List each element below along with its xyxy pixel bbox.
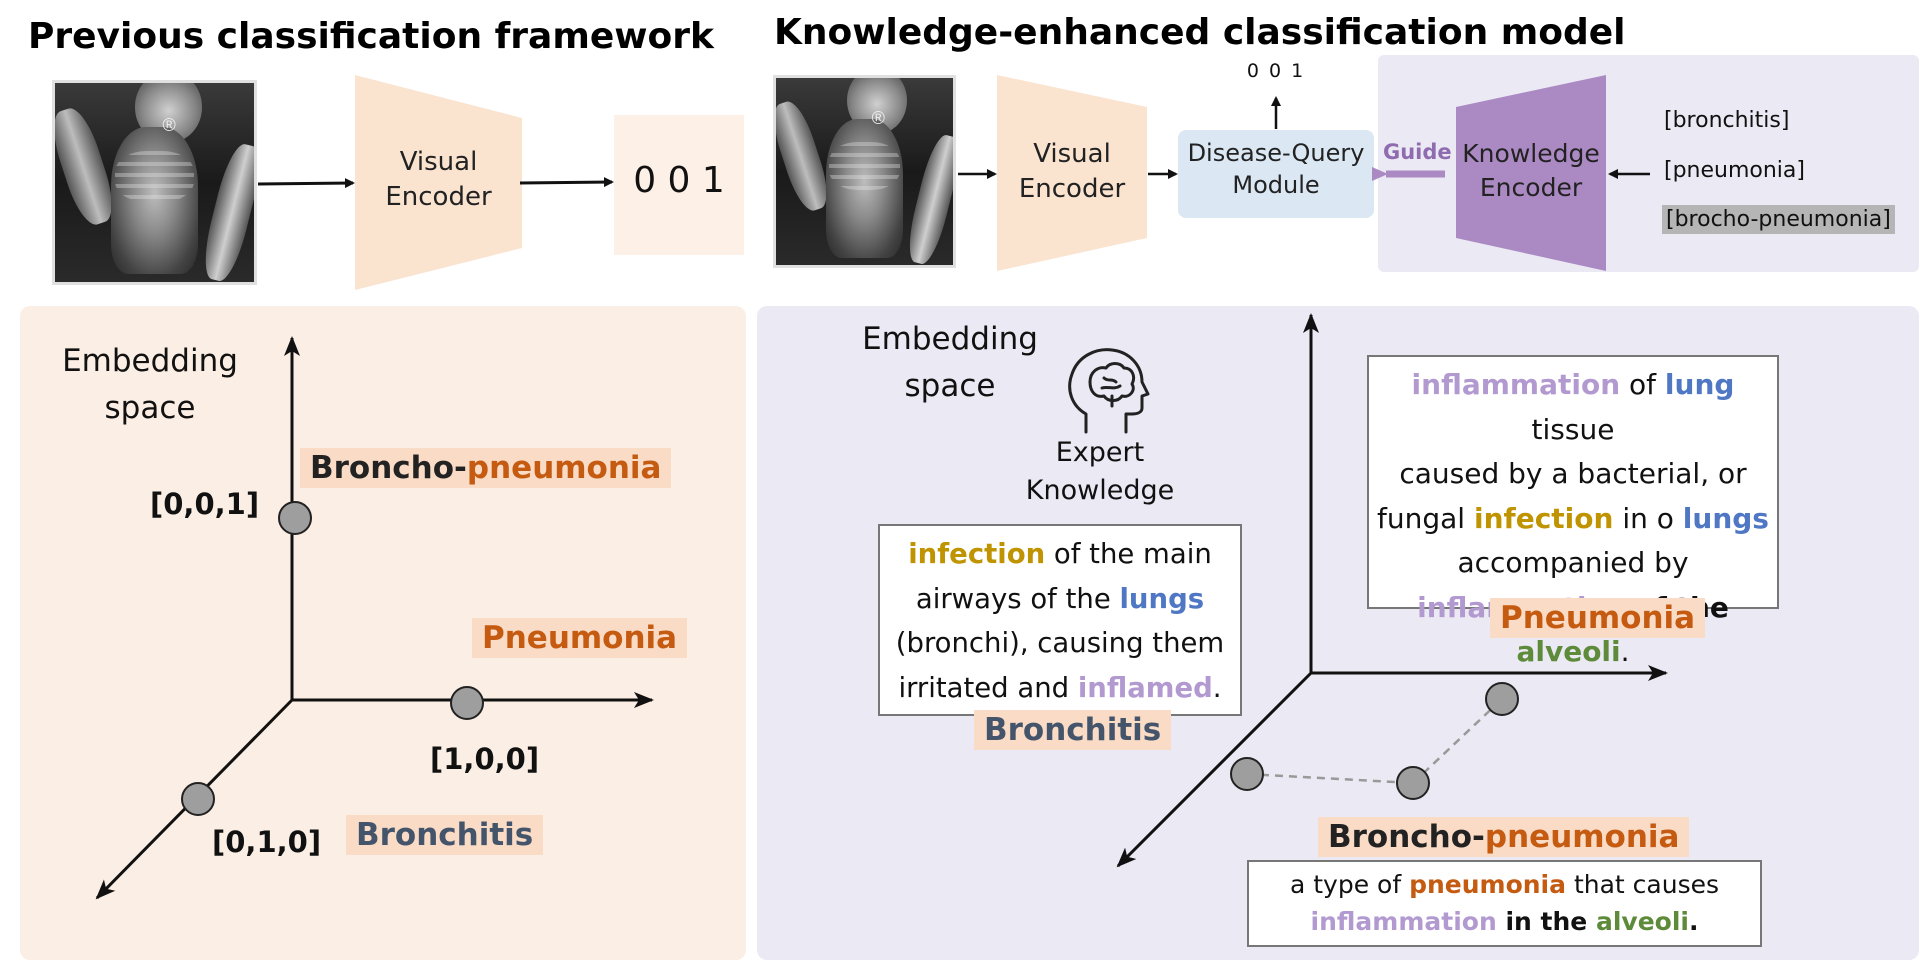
left-embedding-label: Embedding space	[50, 338, 250, 431]
broncho-right-suffix: pneumonia	[1484, 819, 1680, 855]
point-broncho-pneumonia	[278, 501, 312, 535]
right-embedding-line1: Embedding	[862, 321, 1038, 357]
vector-010: [0,1,0]	[212, 825, 322, 859]
word-lung: lung	[1664, 368, 1735, 401]
right-embedding-line2: space	[904, 367, 996, 404]
bronchitis-text-3: (bronchi), causing them	[895, 627, 1225, 659]
broncho-right-prefix: Broncho-	[1328, 819, 1485, 855]
word-inflamed: inflamed	[1077, 671, 1213, 704]
vector-001: [0,0,1]	[150, 487, 260, 521]
bronchitis-text-2: airways of the	[915, 582, 1120, 615]
visual-encoder-right	[997, 75, 1147, 271]
visual-encoder-right-label: Visual Encoder	[997, 137, 1147, 207]
expert-knowledge-label: Expert Knowledge	[1000, 434, 1200, 510]
label-bronchitis-left: Bronchitis	[346, 815, 544, 855]
pneumonia-description: inflammation of lung tissue caused by a …	[1367, 355, 1779, 668]
xray-image-left: ®	[52, 80, 257, 285]
expert-line1: Expert	[1055, 437, 1145, 468]
word-lungs-2: lungs	[1682, 501, 1769, 535]
point-bronchitis-right	[1230, 757, 1264, 791]
left-embedding-line1: Embedding	[62, 343, 238, 379]
visual-encoder-left-line2: Encoder	[385, 182, 492, 213]
disease-query-line2: Module	[1232, 171, 1320, 200]
visual-encoder-left	[355, 75, 522, 290]
pneumonia-text-4: fungal	[1377, 501, 1474, 535]
word-infection-2: infection	[1473, 501, 1614, 535]
word-pneumonia: pneumonia	[1409, 870, 1566, 899]
output-box	[614, 115, 744, 255]
broncho-prefix: Broncho-	[310, 450, 467, 486]
pneumonia-text-5: in o	[1613, 501, 1683, 535]
point-bronchitis	[181, 782, 215, 816]
broncho-text-2: that causes	[1566, 870, 1720, 899]
label-bronchitis-right: Bronchitis	[974, 710, 1172, 750]
pneumonia-text-8: .	[1620, 635, 1630, 668]
visual-encoder-right-line1: Visual	[1033, 139, 1111, 169]
broncho-pneumonia-description: a type of pneumonia that causes inflamma…	[1247, 860, 1762, 947]
pneumonia-text-3: caused by a bacterial, or	[1399, 457, 1747, 490]
term-broncho-pneumonia: [brocho-pneumonia]	[1662, 205, 1895, 234]
broncho-text-4: .	[1688, 907, 1699, 936]
bronchitis-text-1: of the main	[1045, 538, 1212, 570]
broncho-suffix: pneumonia	[466, 450, 662, 486]
disease-query-line1: Disease-Query	[1187, 139, 1365, 167]
visual-encoder-left-line1: Visual	[399, 147, 478, 177]
left-title: Previous classification framework	[28, 16, 714, 57]
bronchitis-description: infection of the main airways of the lun…	[878, 524, 1242, 716]
point-broncho-right	[1396, 766, 1430, 800]
right-embedding-label: Embedding space	[850, 316, 1050, 409]
word-alveoli-2: alveoli	[1595, 907, 1689, 936]
broncho-text-1: a type of	[1289, 870, 1410, 899]
xray-image-right: ®	[773, 75, 956, 268]
word-lungs: lungs	[1119, 582, 1205, 615]
head-brain-icon	[1068, 348, 1150, 434]
word-inflammation: inflammation	[1411, 368, 1621, 401]
knowledge-encoder-line1: Knowledge	[1462, 139, 1600, 168]
bronchitis-text-5: .	[1212, 671, 1222, 704]
term-pneumonia: [pneumonia]	[1664, 158, 1805, 183]
dq-output-vector: 0 0 1	[1246, 60, 1306, 82]
label-pneumonia-left: Pneumonia	[472, 618, 688, 658]
right-title: Knowledge-enhanced classification model	[774, 12, 1626, 53]
label-broncho-pneumonia-right: Broncho-pneumonia	[1318, 817, 1690, 857]
disease-query-label: Disease-Query Module	[1178, 137, 1374, 202]
vector-100: [1,0,0]	[430, 742, 540, 776]
pneumonia-text-1: of	[1620, 368, 1665, 401]
word-alveoli: alveoli	[1516, 635, 1621, 668]
term-bronchitis: [bronchitis]	[1664, 108, 1790, 133]
point-pneumonia-right	[1485, 682, 1519, 716]
broncho-text-3: in the	[1496, 907, 1596, 936]
knowledge-encoder-shape	[1456, 75, 1606, 271]
disease-query-module	[1178, 130, 1374, 218]
label-broncho-pneumonia-left: Broncho-pneumonia	[300, 448, 672, 488]
pneumonia-text-2: tissue	[1531, 412, 1615, 446]
label-pneumonia-right: Pneumonia	[1490, 598, 1706, 638]
visual-encoder-right-line2: Encoder	[1018, 174, 1126, 205]
point-pneumonia	[450, 686, 484, 720]
bronchitis-text-4: irritated and	[898, 671, 1078, 704]
knowledge-encoder-line2: Encoder	[1479, 172, 1583, 202]
word-inflammation-3: inflammation	[1310, 907, 1497, 936]
pneumonia-text-6: accompanied by	[1457, 546, 1689, 579]
left-embedding-line2: space	[104, 389, 196, 426]
knowledge-encoder-label: Knowledge Encoder	[1456, 137, 1606, 205]
word-infection: infection	[908, 538, 1046, 570]
guide-label: Guide	[1383, 140, 1452, 164]
visual-encoder-left-label: Visual Encoder	[355, 145, 522, 215]
left-output-vector: 0 0 1	[633, 160, 725, 201]
expert-line2: Knowledge	[1025, 474, 1175, 506]
